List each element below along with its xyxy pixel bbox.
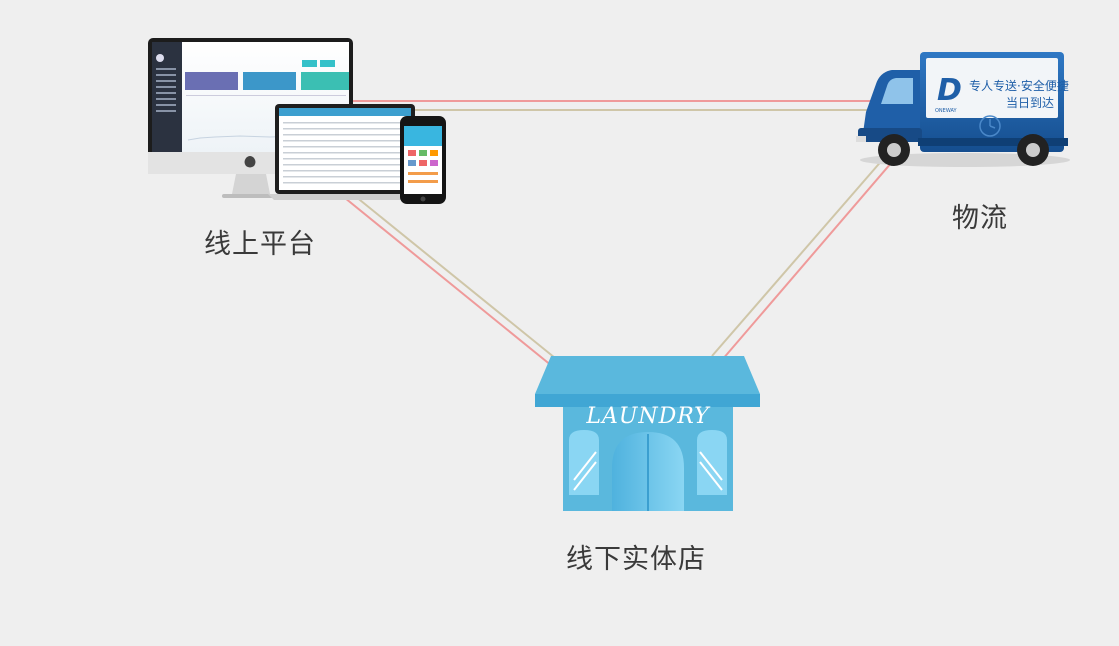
truck-logo: D ONEWAY xyxy=(935,73,962,114)
truck-logo-letter: D xyxy=(937,73,962,108)
delivery-truck-icon xyxy=(856,52,1070,167)
laptop-icon xyxy=(268,104,422,200)
logistics-label: 物流 xyxy=(952,203,1008,234)
connector-logistics-store xyxy=(711,157,893,361)
connector-online-store xyxy=(344,195,561,367)
online-platform-devices xyxy=(148,38,446,204)
smartphone-icon xyxy=(400,116,446,204)
laundry-store-icon xyxy=(535,356,760,511)
online-platform-label: 线上平台 xyxy=(204,229,316,260)
truck-slogan-line2: 当日到达 xyxy=(1006,96,1054,110)
connector-online-logistics xyxy=(352,100,900,111)
store-sign-text: LAUNDRY xyxy=(585,404,711,429)
truck-logo-subtext: ONEWAY xyxy=(935,108,958,114)
offline-store-label: 线下实体店 xyxy=(566,544,706,575)
truck-slogan-line1: 专人专送·安全便捷 xyxy=(969,78,1069,93)
